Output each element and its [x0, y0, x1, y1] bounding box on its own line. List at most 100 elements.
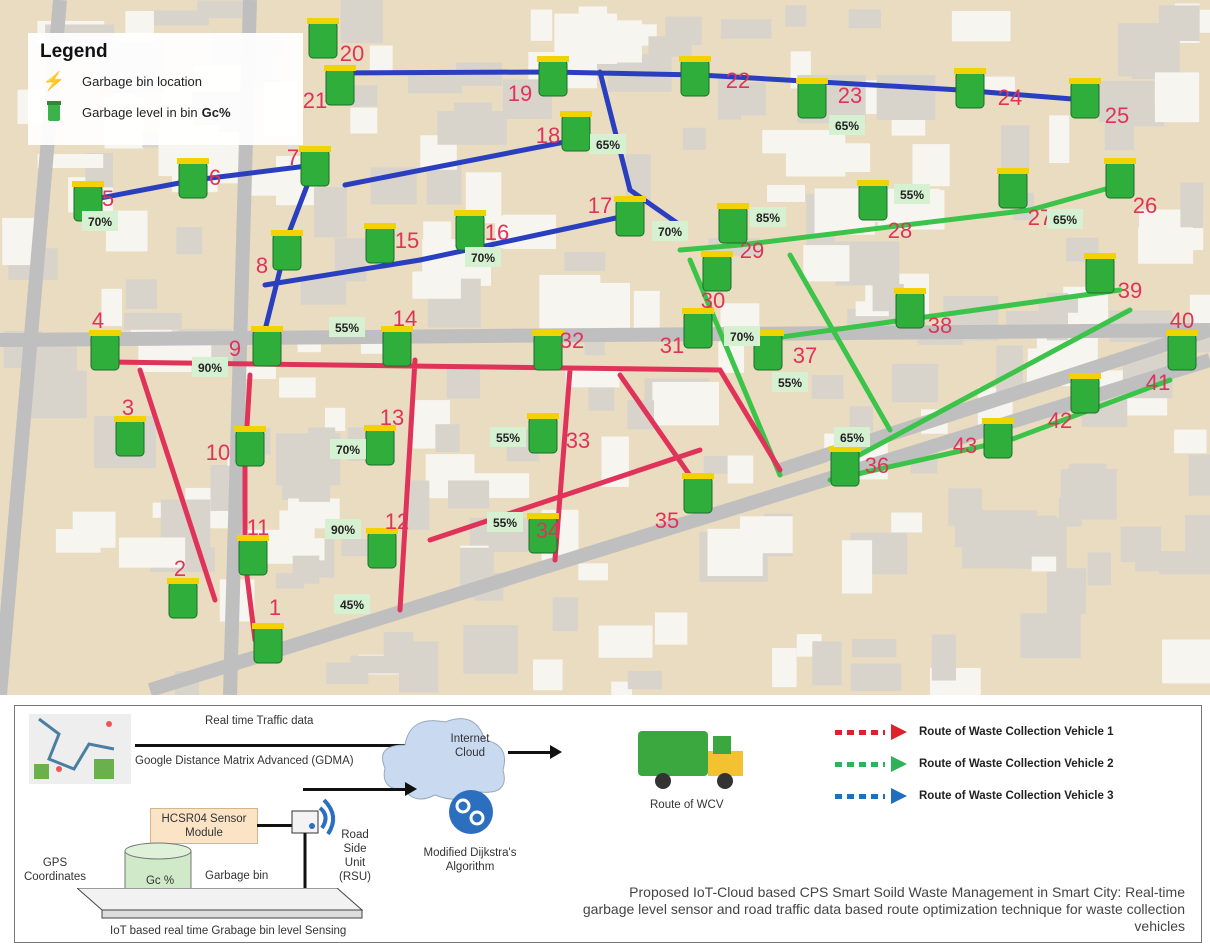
garbage-bin-33[interactable]: 33	[527, 413, 590, 454]
bin-lid	[307, 18, 339, 24]
garbage-bin-26[interactable]: 26	[1104, 158, 1157, 218]
building-block	[176, 227, 203, 255]
bin-number: 17	[588, 193, 612, 218]
garbage-bin-21[interactable]: 21	[303, 65, 356, 113]
garbage-bin-40[interactable]: 40	[1166, 308, 1198, 371]
bin-lid	[982, 418, 1014, 424]
caption: Proposed IoT-Cloud based CPS Smart Soild…	[582, 884, 1185, 934]
green-bin-icon	[168, 581, 198, 619]
garbage-bin-9[interactable]: 9	[229, 326, 283, 367]
bin-number: 19	[508, 81, 532, 106]
green-bin-icon	[858, 183, 888, 221]
garbage-bin-12[interactable]: 12	[366, 509, 409, 569]
green-bin-icon	[365, 428, 395, 466]
green-bin-icon	[300, 149, 330, 187]
rsu-icon	[291, 798, 336, 890]
garbage-bin-14[interactable]: 14	[381, 306, 417, 367]
route-legend-item-3: Route of Waste Collection Vehicle 3	[835, 788, 1113, 804]
building-block	[841, 540, 873, 594]
bin-lid	[381, 326, 413, 332]
legend-title: Legend	[40, 41, 108, 62]
garbage-bin-28[interactable]: 28	[857, 180, 912, 243]
bin-number: 29	[740, 238, 764, 263]
garbage-bin-7[interactable]: 7	[287, 145, 331, 187]
garbage-bin-15[interactable]: 15	[364, 223, 419, 264]
garbage-bin-16[interactable]: 16	[454, 210, 509, 251]
bin-lid	[954, 68, 986, 74]
garbage-bin-36[interactable]: 36	[829, 446, 889, 487]
garbage-bin-37[interactable]: 37	[752, 330, 817, 371]
garbage-bin-3[interactable]: 3	[114, 395, 146, 457]
bin-lid	[1104, 158, 1136, 164]
garbage-bin-22[interactable]: 22	[679, 56, 750, 97]
building-block	[1154, 72, 1200, 123]
arrow-head-icon	[891, 724, 907, 740]
green-bin-icon	[455, 213, 485, 251]
garbage-bin-2[interactable]: 2	[167, 556, 199, 619]
building-block	[852, 638, 897, 658]
garbage-bin-32[interactable]: 32	[532, 328, 584, 371]
garbage-bin-42[interactable]: 42	[1048, 373, 1101, 433]
level-badge	[192, 357, 228, 377]
bin-number: 12	[385, 509, 409, 534]
garbage-bin-20[interactable]: 20	[307, 18, 364, 66]
cloud-to-wcv-arrow	[508, 745, 562, 759]
garbage-bin-25[interactable]: 25	[1069, 78, 1129, 128]
garbage-bin-23[interactable]: 23	[796, 78, 862, 119]
garbage-bin-24[interactable]: 24	[954, 68, 1022, 110]
green-bin-icon	[538, 59, 568, 97]
garbage-bin-41[interactable]: 41	[1146, 370, 1170, 395]
garbage-bin-18[interactable]: 18	[536, 111, 592, 152]
level-badge	[1047, 209, 1083, 229]
garbage-bin-43[interactable]: 43	[953, 418, 1014, 459]
green-bin-icon	[272, 233, 302, 271]
garbage-bin-31[interactable]: 31	[660, 308, 714, 358]
level-label: 70%	[658, 225, 682, 239]
garbage-bin-11[interactable]: 11	[237, 515, 269, 576]
bin-number: 22	[726, 68, 750, 93]
bin-number: 33	[566, 428, 590, 453]
building-block	[325, 407, 346, 431]
bin-number: 20	[340, 41, 364, 66]
bin-number: 6	[209, 165, 221, 190]
level-label: 90%	[331, 523, 355, 537]
bin-lid	[796, 78, 828, 84]
building-block	[1120, 526, 1162, 563]
green-bin-icon	[561, 114, 591, 152]
garbage-bin-19[interactable]: 19	[508, 56, 569, 106]
garbage-bin-17[interactable]: 17	[588, 193, 646, 237]
green-bin-icon	[998, 171, 1028, 209]
green-bin-icon	[253, 626, 283, 664]
level-badge	[325, 519, 361, 539]
garbage-bin-38[interactable]: 38	[894, 288, 952, 338]
wcv-label: Route of WCV	[650, 799, 724, 811]
building-block	[1188, 454, 1210, 496]
rsu-to-cloud-arrow	[303, 782, 417, 796]
garbage-bin-34[interactable]: 34	[527, 513, 560, 554]
bin-lid	[532, 330, 564, 336]
bin-lid	[299, 146, 331, 152]
bin-lid	[717, 203, 749, 209]
bin-lid	[682, 473, 714, 479]
building-block	[1174, 429, 1207, 454]
garbage-bin-8[interactable]: 8	[256, 230, 303, 278]
garbage-bin-29[interactable]: 29	[717, 203, 764, 263]
garbage-bin-4[interactable]: 4	[89, 308, 121, 371]
bin-lid	[829, 446, 861, 452]
garbage-bin-1[interactable]: 1	[252, 595, 284, 664]
building-block	[739, 516, 793, 554]
garbage-bin-10[interactable]: 10	[206, 426, 266, 467]
level-label: 45%	[340, 598, 364, 612]
green-bin-icon	[955, 71, 985, 109]
garbage-bin-6[interactable]: 6	[177, 158, 221, 199]
level-label: 85%	[756, 211, 780, 225]
level-label: 70%	[88, 215, 112, 229]
level-badge	[82, 211, 118, 231]
bin-lid	[1166, 330, 1198, 336]
bin-lid	[366, 528, 398, 534]
bin-lid	[701, 251, 733, 257]
building-block	[407, 72, 463, 94]
bin-number: 7	[287, 145, 299, 170]
garbage-bin-35[interactable]: 35	[655, 473, 714, 533]
garbage-bin-39[interactable]: 39	[1084, 253, 1142, 303]
